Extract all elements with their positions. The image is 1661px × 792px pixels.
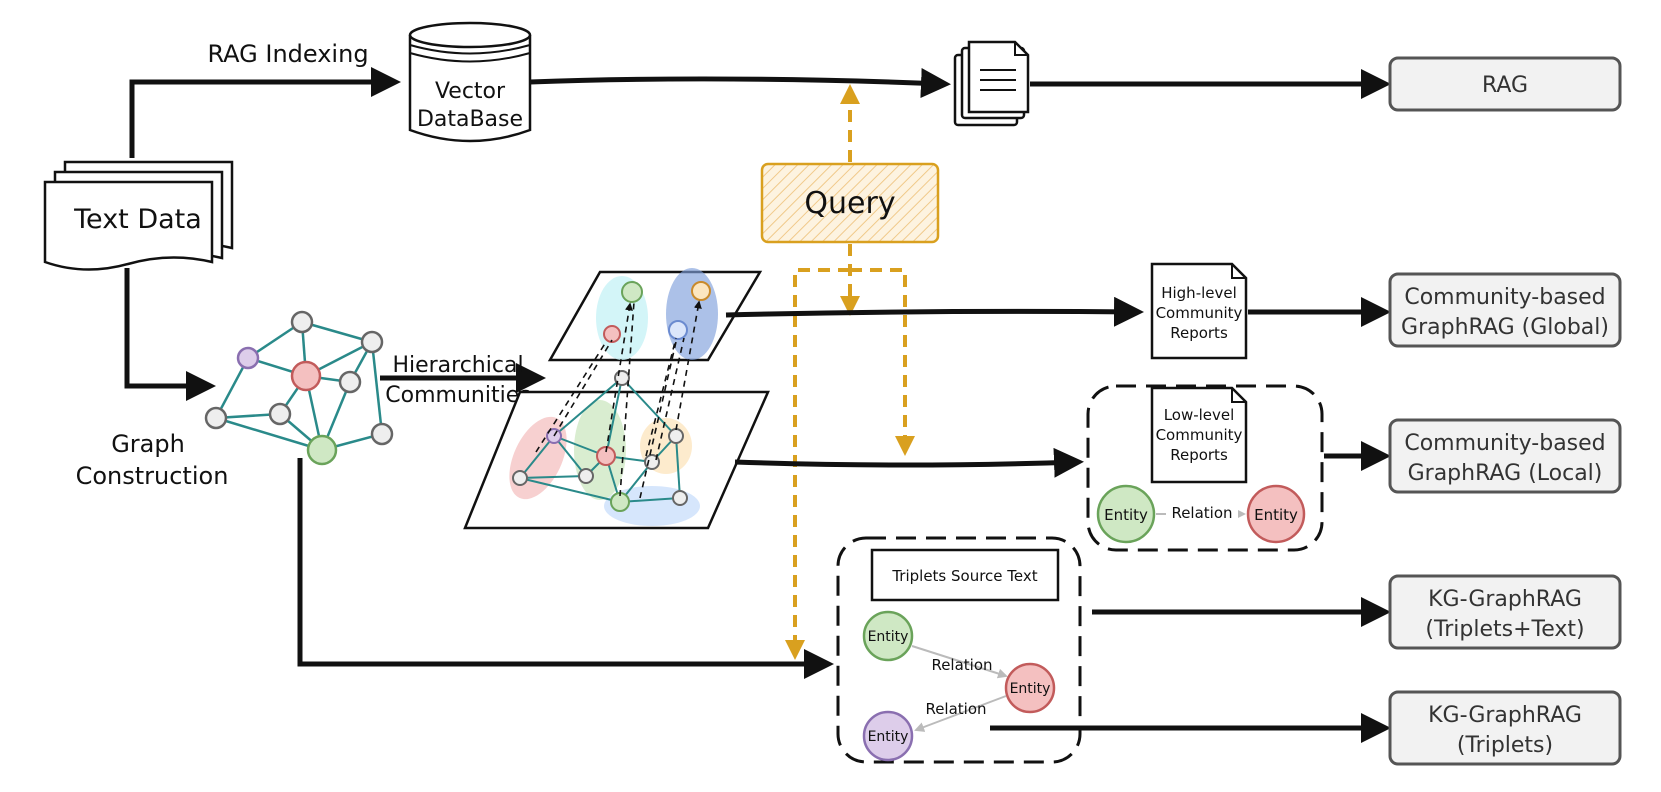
rag-indexing-label: RAG Indexing — [207, 40, 368, 68]
graph-construction-line1: Graph — [111, 430, 185, 458]
triplet-entity-a — [862, 610, 914, 662]
graph-construction-arrow — [124, 268, 216, 401]
lower-to-low-arrow — [734, 447, 1084, 478]
local-relation-label: Relation — [1171, 504, 1232, 522]
local-group-box — [1086, 384, 1324, 552]
low-level-reports: Low-level Community Reports — [1150, 386, 1248, 484]
high-line2: Community — [1156, 304, 1243, 322]
output-global-line2: GraphRAG (Global) — [1401, 315, 1609, 340]
query-box: Query — [760, 162, 940, 244]
output-kg-text: KG-GraphRAG (Triplets+Text) — [1388, 574, 1622, 650]
triplets-source-label: Triplets Source Text — [891, 567, 1037, 585]
high-level-reports: High-level Community Reports — [1150, 262, 1248, 360]
query-to-low-arrow — [850, 268, 915, 456]
local-entity-b — [1246, 484, 1306, 544]
triplet-relation-1-arrow — [911, 645, 1008, 679]
upper-community-plane — [547, 268, 763, 362]
triplet-relation-1-label: Relation — [931, 656, 992, 674]
high-line1: High-level — [1161, 284, 1237, 302]
text-data-label: Text Data — [73, 204, 202, 235]
output-kg-text-line2: (Triplets+Text) — [1425, 617, 1584, 642]
triplet-entity-c — [862, 710, 914, 762]
output-kg-text-line1: KG-GraphRAG — [1428, 587, 1582, 612]
triplet-entity-a-label: Entity — [868, 629, 909, 645]
query-label: Query — [804, 186, 895, 221]
community-projection-arrows — [535, 300, 702, 499]
lower-community-plane — [463, 370, 770, 530]
vector-database: Vector DataBase — [408, 21, 532, 143]
high-line3: Reports — [1170, 324, 1228, 342]
graph-to-triplets-arrow — [297, 458, 834, 679]
output-kg-triplets-line2: (Triplets) — [1457, 733, 1553, 758]
text-data-doc: Text Data — [43, 160, 234, 271]
low-line1: Low-level — [1164, 406, 1235, 424]
local-entity-a-label: Entity — [1104, 506, 1148, 524]
low-line2: Community — [1156, 426, 1243, 444]
output-local-line1: Community-based — [1404, 431, 1605, 456]
low-line3: Reports — [1170, 446, 1228, 464]
knowledge-graph — [204, 310, 394, 466]
triplet-entity-b — [1004, 662, 1056, 714]
triplets-group-box — [836, 536, 1082, 764]
graph-construction-line2: Construction — [76, 462, 229, 490]
vector-db-line1: Vector — [435, 79, 506, 104]
rag-indexing-arrow — [129, 67, 401, 158]
hier-line1: Hierarchical — [392, 353, 523, 378]
output-rag: RAG — [1388, 56, 1622, 112]
hier-line2: Communities — [385, 383, 530, 408]
triplet-relation-2-arrow — [914, 695, 1007, 732]
triplet-entity-c-label: Entity — [868, 729, 909, 745]
output-kg-triplets: KG-GraphRAG (Triplets) — [1388, 690, 1622, 766]
output-global-line1: Community-based — [1404, 285, 1605, 310]
db-to-docs-arrow — [529, 68, 951, 99]
local-entity-a — [1096, 484, 1156, 544]
output-kg-triplets-line1: KG-GraphRAG — [1428, 703, 1582, 728]
vector-db-line2: DataBase — [417, 107, 523, 132]
upper-to-high-arrow — [725, 296, 1144, 327]
local-relation-bg — [1166, 502, 1238, 522]
local-entity-b-label: Entity — [1254, 506, 1298, 524]
output-local: Community-based GraphRAG (Local) — [1388, 418, 1622, 494]
triplet-relation-2-label: Relation — [925, 700, 986, 718]
triplet-entity-b-label: Entity — [1010, 681, 1051, 697]
output-rag-label: RAG — [1482, 73, 1528, 98]
document-icon — [953, 40, 1030, 127]
output-global: Community-based GraphRAG (Global) — [1388, 272, 1622, 348]
triplets-source-text: Triplets Source Text — [870, 548, 1060, 602]
output-local-line2: GraphRAG (Local) — [1408, 461, 1603, 486]
